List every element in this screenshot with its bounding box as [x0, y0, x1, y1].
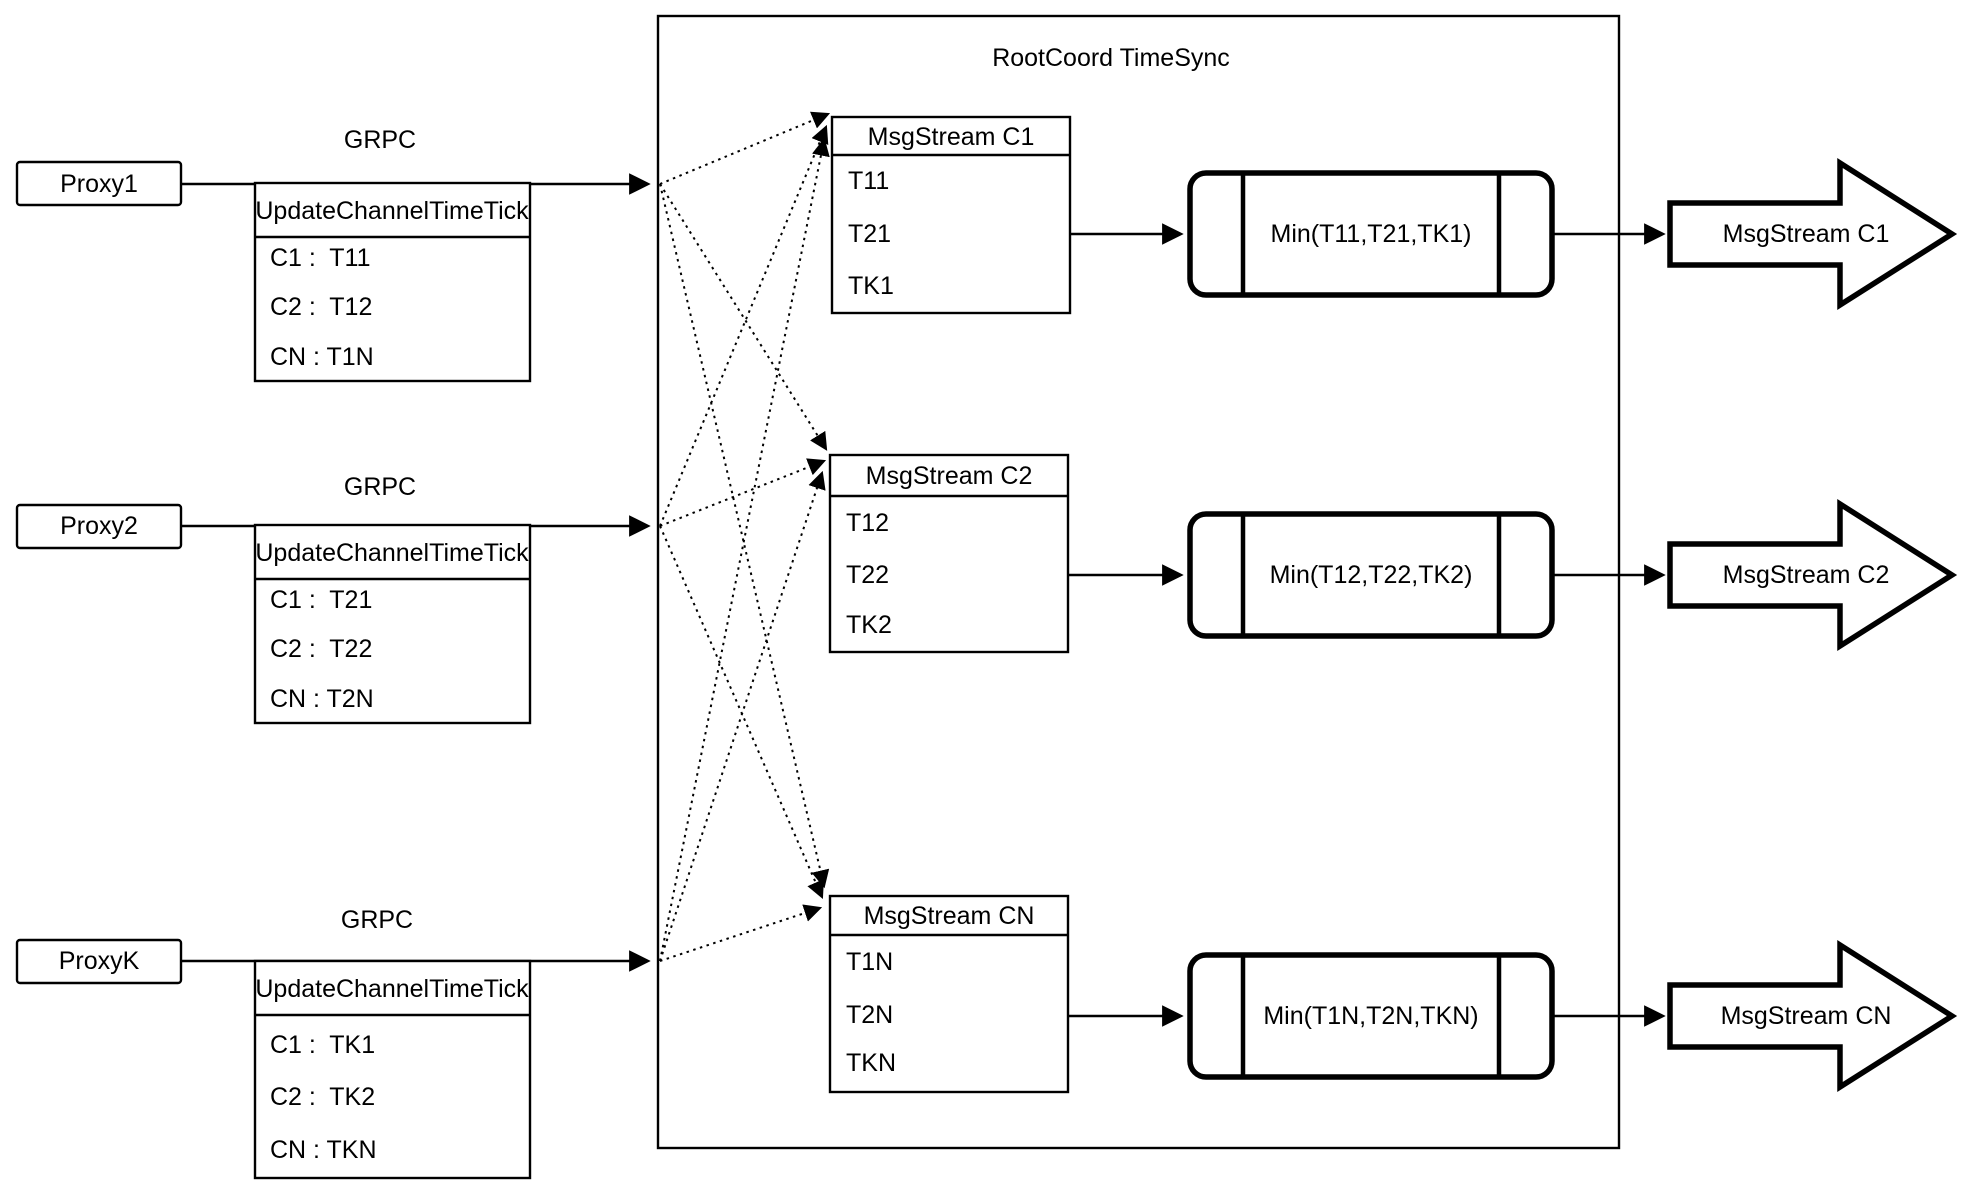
- proxy1-group: Proxy1 GRPC UpdateChannelTimeTick C1 : T…: [15, 126, 651, 383]
- dotted-arrow-p2-c1: [659, 124, 829, 527]
- dotted-arrow-p1-cn: [659, 183, 830, 889]
- tick-1-1: T11: [848, 167, 889, 195]
- tick-1-2: T21: [848, 220, 891, 248]
- update-row-3-3: CN : TKN: [270, 1136, 377, 1164]
- min-label-2: Min(T12,T22,TK2): [1270, 561, 1473, 589]
- tick-3-3: TKN: [846, 1049, 896, 1077]
- update-row-1-1: C1 : T11: [270, 244, 371, 272]
- proxyk-group: ProxyK GRPC UpdateChannelTimeTick C1 : T…: [15, 906, 651, 1180]
- proxyk-label: ProxyK: [59, 947, 140, 975]
- update-table-3: [253, 959, 532, 1180]
- output-arrow-1: [1667, 158, 1958, 310]
- update-row-1-2: C2 : T12: [270, 293, 372, 321]
- msgstream-table-1: [830, 115, 1072, 315]
- stream-c1-group: MsgStream C1 T11 T21 TK1 Min(T11,T21,TK1…: [830, 115, 1958, 315]
- dotted-arrow-p2-c2: [659, 458, 827, 527]
- update-row-2-1: C1 : T21: [270, 586, 372, 614]
- grpc-label-3: GRPC: [341, 906, 413, 934]
- min-label-3: Min(T1N,T2N,TKN): [1263, 1002, 1478, 1030]
- tick-3-1: T1N: [846, 948, 893, 976]
- dotted-arrow-p1-c2: [659, 183, 828, 451]
- dotted-arrow-pk-cn: [659, 904, 823, 962]
- dotted-arrow-pk-c2: [659, 470, 826, 962]
- update-row-1-3: CN : T1N: [270, 343, 374, 371]
- msgstream-table-3: [828, 894, 1070, 1094]
- update-table-3-header: UpdateChannelTimeTick: [255, 975, 529, 1003]
- proxyk-box: [15, 938, 183, 985]
- msgstream-table-3-title: MsgStream CN: [864, 902, 1035, 930]
- tick-2-1: T12: [846, 509, 889, 537]
- timetick-fanout-arrows: [659, 111, 831, 962]
- tick-1-3: TK1: [848, 272, 894, 300]
- update-table-1: [253, 181, 532, 383]
- msgstream-table-2-title: MsgStream C2: [866, 462, 1033, 490]
- update-table-2-header: UpdateChannelTimeTick: [255, 539, 529, 567]
- stream-c2-group: MsgStream C2 T12 T22 TK2 Min(T12,T22,TK2…: [828, 453, 1958, 654]
- proxy1-box: [15, 160, 183, 207]
- proxy1-label: Proxy1: [60, 170, 138, 198]
- output-arrow-3: [1667, 940, 1958, 1092]
- proxy2-box: [15, 503, 183, 550]
- output-arrow-label-2: MsgStream C2: [1723, 561, 1890, 589]
- proxy2-group: Proxy2 GRPC UpdateChannelTimeTick C1 : T…: [15, 473, 651, 725]
- grpc-label-2: GRPC: [344, 473, 416, 501]
- stream-cn-group: MsgStream CN T1N T2N TKN Min(T1N,T2N,TKN…: [828, 894, 1958, 1094]
- dotted-arrow-p2-cn: [659, 525, 824, 900]
- output-arrow-label-3: MsgStream CN: [1721, 1002, 1892, 1030]
- update-table-2: [253, 523, 532, 725]
- msgstream-table-2: [828, 453, 1070, 654]
- update-row-2-3: CN : T2N: [270, 685, 374, 713]
- msgstream-table-1-title: MsgStream C1: [868, 123, 1035, 151]
- min-label-1: Min(T11,T21,TK1): [1271, 220, 1472, 248]
- tick-2-2: T22: [846, 561, 889, 589]
- output-arrow-2: [1667, 499, 1958, 651]
- update-table-1-header: UpdateChannelTimeTick: [255, 197, 529, 225]
- tick-3-2: T2N: [846, 1001, 893, 1029]
- output-arrow-label-1: MsgStream C1: [1723, 220, 1890, 248]
- proxy2-label: Proxy2: [60, 512, 138, 540]
- rootcoord-title: RootCoord TimeSync: [992, 44, 1230, 72]
- update-row-3-1: C1 : TK1: [270, 1031, 375, 1059]
- dotted-arrow-p1-c1: [659, 111, 831, 185]
- update-row-3-2: C2 : TK2: [270, 1083, 375, 1111]
- grpc-label-1: GRPC: [344, 126, 416, 154]
- update-row-2-2: C2 : T22: [270, 635, 372, 663]
- tick-2-3: TK2: [846, 611, 892, 639]
